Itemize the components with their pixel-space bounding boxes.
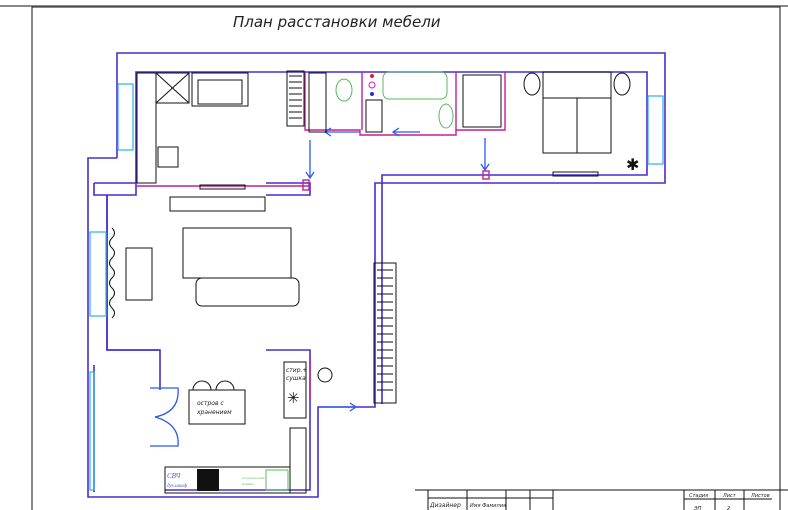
armchair-sofa bbox=[191, 72, 249, 107]
washer-dryer-label: сушка bbox=[286, 375, 306, 382]
wardrobe-cross bbox=[155, 72, 190, 104]
closet-rack bbox=[462, 74, 502, 128]
island-label: хранением bbox=[196, 409, 232, 416]
oven-label: дух.шкаф bbox=[167, 484, 188, 489]
door-jamb bbox=[302, 179, 310, 191]
desk-chair bbox=[157, 146, 179, 168]
outer-wall bbox=[87, 52, 666, 498]
door-arrow-bedroom bbox=[480, 138, 490, 172]
wc-cabinet bbox=[308, 72, 327, 133]
kitchen-island bbox=[188, 389, 246, 425]
door-jamb bbox=[482, 170, 490, 180]
island-label: остров с bbox=[197, 400, 224, 407]
desk bbox=[136, 72, 157, 184]
title-block bbox=[415, 489, 788, 510]
inner-wall bbox=[135, 71, 648, 404]
dishwasher-label: посудомоечная bbox=[242, 476, 265, 480]
stage-value: ЭП bbox=[693, 506, 701, 510]
door-arrow-left bbox=[305, 140, 315, 180]
plant-icon: ✱ bbox=[626, 157, 639, 174]
window-living bbox=[89, 231, 107, 317]
sheet-frame bbox=[31, 6, 781, 510]
bar-stools bbox=[192, 380, 235, 391]
bath-cabinet bbox=[365, 99, 383, 133]
designer-label: Дизайнер bbox=[429, 502, 461, 509]
toilet-icon bbox=[335, 78, 353, 102]
meter-icon bbox=[368, 81, 376, 89]
sink-icon bbox=[438, 103, 454, 129]
door-arrow-hall bbox=[322, 402, 358, 412]
bathroom-partition bbox=[304, 72, 506, 136]
kitchen-wall bbox=[165, 349, 311, 491]
microwave-label: СВЧ bbox=[167, 472, 182, 480]
bathtub-icon bbox=[382, 71, 448, 100]
door-arrow-bath bbox=[391, 127, 420, 137]
kitchen-sink-icon bbox=[265, 469, 289, 491]
stage-label: Стадия bbox=[689, 493, 708, 499]
partition-lower bbox=[266, 182, 311, 196]
balcony-double-door bbox=[150, 387, 179, 447]
radiator bbox=[552, 171, 599, 177]
window-kitchen bbox=[89, 371, 95, 491]
dishwasher-label: машина bbox=[242, 482, 254, 486]
sofa-seat bbox=[197, 79, 243, 105]
nightstand-lamp-left bbox=[523, 72, 541, 96]
tv-unit bbox=[169, 196, 266, 212]
freezer-icon: ✳ bbox=[287, 391, 300, 407]
headboard bbox=[542, 71, 612, 99]
window-right bbox=[647, 95, 664, 165]
hot-water-icon bbox=[370, 74, 374, 78]
designer-name: Имя Фамилия bbox=[470, 503, 506, 509]
radiator bbox=[199, 184, 246, 190]
cooktop-icon bbox=[197, 469, 219, 491]
kitchen-counter-right bbox=[289, 427, 307, 494]
living-wall-left bbox=[93, 182, 137, 196]
washer-dryer-label: стир.+ bbox=[286, 367, 307, 374]
coffee-table bbox=[182, 227, 292, 279]
sofa bbox=[195, 277, 300, 307]
radiator-grille bbox=[286, 70, 305, 127]
cold-water-icon bbox=[370, 92, 374, 96]
door-arrow-wc bbox=[323, 127, 360, 137]
dining-table bbox=[125, 247, 153, 301]
boiler-icon bbox=[317, 367, 333, 383]
drawing-title: План расстановки мебели bbox=[233, 13, 441, 31]
sheets-label: Листов bbox=[750, 493, 770, 499]
window-left-top bbox=[117, 83, 134, 151]
hall-wardrobe bbox=[373, 262, 397, 404]
curtain bbox=[109, 227, 115, 319]
living-left-wall bbox=[106, 195, 160, 351]
kitchen-counter bbox=[164, 466, 291, 494]
sheet-label: Лист bbox=[722, 493, 737, 499]
sheet-value: 2 bbox=[727, 506, 730, 510]
nightstand-lamp-right bbox=[613, 72, 631, 96]
fridge-laundry-column bbox=[283, 361, 307, 419]
